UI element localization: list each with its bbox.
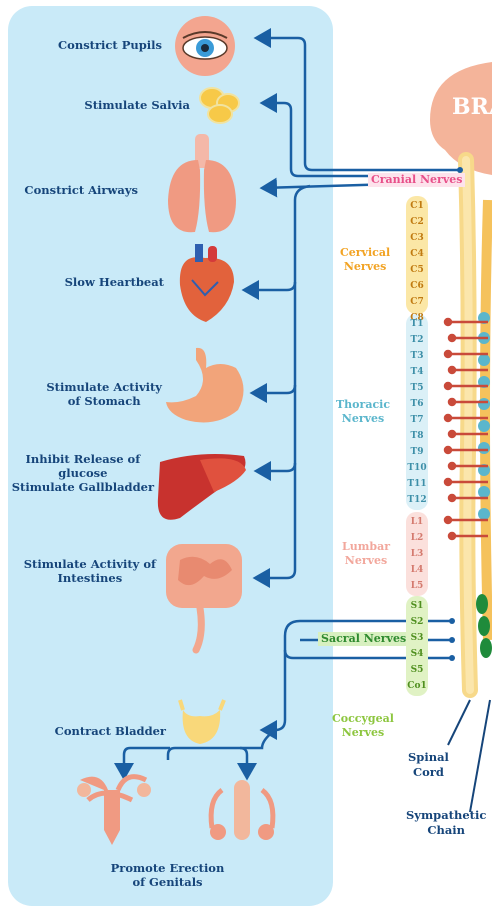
segment-t7: T7 xyxy=(406,412,428,428)
segment-c3: C3 xyxy=(406,230,428,246)
segment-l1: L1 xyxy=(406,514,428,530)
segment-t5: T5 xyxy=(406,380,428,396)
segment-c5: C5 xyxy=(406,262,428,278)
segment-t6: T6 xyxy=(406,396,428,412)
segment-t12: T12 xyxy=(406,492,428,508)
heart-icon xyxy=(180,244,234,322)
segment-t11: T11 xyxy=(406,476,428,492)
bladder-icon xyxy=(180,700,224,744)
segment-l5: L5 xyxy=(406,578,428,594)
segment-s4: S4 xyxy=(406,646,428,662)
cranial-nerves-tag: Cranial Nerves xyxy=(368,173,465,187)
segment-t8: T8 xyxy=(406,428,428,444)
segment-c6: C6 xyxy=(406,278,428,294)
segment-t3: T3 xyxy=(406,348,428,364)
segment-s5: S5 xyxy=(406,662,428,678)
segment-t1: T1 xyxy=(406,316,428,332)
segment-c2: C2 xyxy=(406,214,428,230)
sympathetic-leader xyxy=(470,700,490,812)
label-constrict-airways: Constrict Airways xyxy=(24,183,138,197)
segment-t2: T2 xyxy=(406,332,428,348)
segment-c4: C4 xyxy=(406,246,428,262)
eye-icon xyxy=(175,16,235,76)
segment-co1: Co1 xyxy=(406,678,428,694)
segment-t9: T9 xyxy=(406,444,428,460)
lungs-icon xyxy=(168,134,236,232)
label-stimulate-salvia: Stimulate Salvia xyxy=(84,98,190,112)
segment-c7: C7 xyxy=(406,294,428,310)
liver-icon xyxy=(158,454,246,520)
female-reproductive-icon xyxy=(77,777,151,845)
segment-s1: S1 xyxy=(406,598,428,614)
brain-label: BRA xyxy=(452,94,492,120)
segment-s2: S2 xyxy=(406,614,428,630)
spinal-cord xyxy=(466,160,470,690)
spinal-cord-leader xyxy=(448,700,470,745)
segment-s3: S3 xyxy=(406,630,428,646)
label-contract-bladder: Contract Bladder xyxy=(55,724,166,738)
segment-c1: C1 xyxy=(406,198,428,214)
segment-l2: L2 xyxy=(406,530,428,546)
sacral-nerve-dots xyxy=(449,618,455,661)
salivary-gland-icon xyxy=(200,88,239,123)
sympathetic-chain xyxy=(476,200,492,658)
label-constrict-pupils: Constrict Pupils xyxy=(58,38,162,52)
label-slow-heartbeat: Slow Heartbeat xyxy=(65,275,164,289)
intestines-icon xyxy=(166,544,242,650)
segment-l3: L3 xyxy=(406,546,428,562)
male-reproductive-icon xyxy=(210,780,274,840)
segment-t4: T4 xyxy=(406,364,428,380)
stomach-icon xyxy=(166,348,244,423)
sacral-nerves-tag: Sacral Nerves xyxy=(318,632,409,646)
segment-l4: L4 xyxy=(406,562,428,578)
segment-t10: T10 xyxy=(406,460,428,476)
